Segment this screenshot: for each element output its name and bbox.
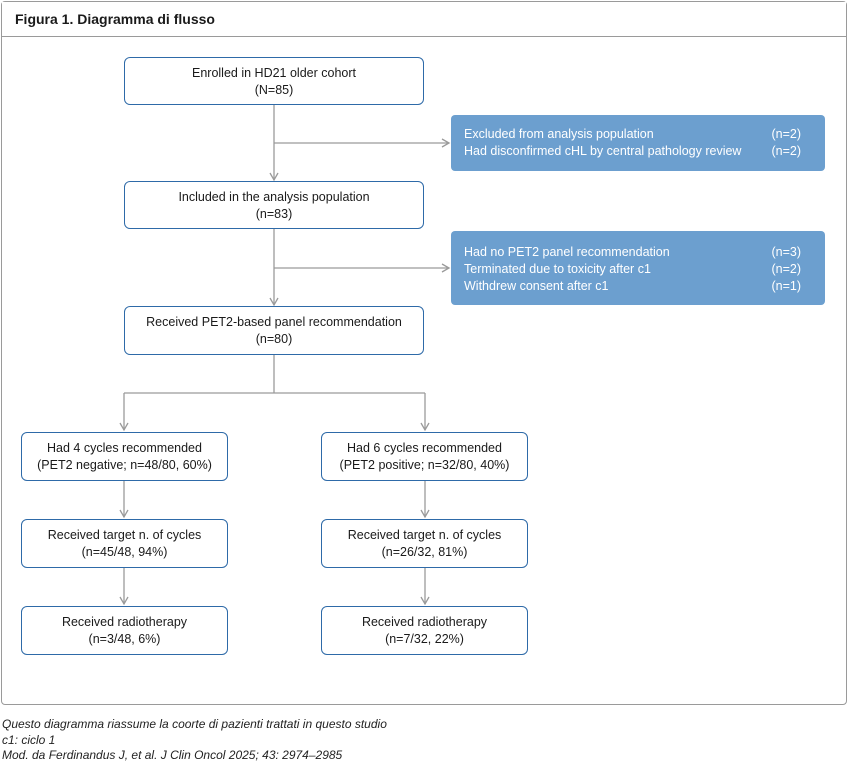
box-target-left: Received target n. of cycles (n=45/48, 9… [21, 519, 228, 568]
exclusion-row: Withdrew consent after c1 (n=1) [464, 278, 801, 295]
box-target-right-line2: (n=26/32, 81%) [381, 545, 468, 559]
exclusions-box-1: Excluded from analysis population (n=2) … [451, 115, 825, 171]
box-received-panel-line1: Received PET2-based panel recommendation [146, 315, 402, 329]
box-radio-right-line2: (n=7/32, 22%) [385, 632, 464, 646]
footnotes: Questo diagramma riassume la coorte di p… [2, 717, 387, 764]
box-target-left-line2: (n=45/48, 94%) [81, 545, 168, 559]
box-included: Included in the analysis population (n=8… [124, 181, 424, 229]
box-received-panel: Received PET2-based panel recommendation… [124, 306, 424, 355]
exclusion-row: Terminated due to toxicity after c1 (n=2… [464, 261, 801, 278]
exclusion-row: Had disconfirmed cHL by central patholog… [464, 143, 801, 160]
exclusions-box-2: Had no PET2 panel recommendation (n=3) T… [451, 231, 825, 305]
box-received-panel-line2: (n=80) [255, 332, 293, 346]
exclusion-row: Excluded from analysis population (n=2) [464, 126, 801, 143]
figure-frame: Figura 1. Diagramma di flusso [1, 1, 847, 705]
box-target-right: Received target n. of cycles (n=26/32, 8… [321, 519, 528, 568]
box-included-line1: Included in the analysis population [178, 190, 370, 204]
box-radio-left-line2: (n=3/48, 6%) [88, 632, 161, 646]
box-enrolled-line1: Enrolled in HD21 older cohort [192, 66, 356, 80]
footnote-source: Mod. da Ferdinandus J, et al. J Clin Onc… [2, 748, 343, 762]
footnote-description: Questo diagramma riassume la coorte di p… [2, 717, 387, 731]
exclusion-count: (n=2) [771, 127, 801, 141]
box-enrolled: Enrolled in HD21 older cohort (N=85) [124, 57, 424, 105]
box-four-cycles-line1: Had 4 cycles recommended [47, 441, 202, 455]
box-radio-left: Received radiotherapy (n=3/48, 6%) [21, 606, 228, 655]
box-target-right-line1: Received target n. of cycles [347, 528, 502, 542]
box-four-cycles-line2: (PET2 negative; n=48/80, 60%) [37, 458, 212, 472]
exclusion-label: Terminated due to toxicity after c1 [464, 262, 651, 276]
box-radio-right: Received radiotherapy (n=7/32, 22%) [321, 606, 528, 655]
box-six-cycles-line2: (PET2 positive; n=32/80, 40%) [339, 458, 510, 472]
exclusion-label: Withdrew consent after c1 [464, 279, 609, 293]
exclusion-label: Had disconfirmed cHL by central patholog… [464, 144, 742, 158]
exclusion-count: (n=3) [771, 245, 801, 259]
exclusion-label: Had no PET2 panel recommendation [464, 245, 670, 259]
exclusion-count: (n=2) [771, 144, 801, 158]
exclusion-label: Excluded from analysis population [464, 127, 654, 141]
box-enrolled-line2: (N=85) [254, 83, 294, 97]
footnote-abbreviation: c1: ciclo 1 [2, 732, 56, 747]
exclusion-count: (n=2) [771, 262, 801, 276]
exclusion-count: (n=1) [771, 279, 801, 293]
box-six-cycles-line1: Had 6 cycles recommended [347, 441, 502, 455]
box-target-left-line1: Received target n. of cycles [47, 528, 202, 542]
exclusion-row: Had no PET2 panel recommendation (n=3) [464, 244, 801, 261]
figure-header: Figura 1. Diagramma di flusso [2, 2, 846, 37]
figure-title: Figura 1. Diagramma di flusso [15, 11, 215, 27]
box-radio-right-line1: Received radiotherapy [361, 615, 488, 629]
box-six-cycles: Had 6 cycles recommended (PET2 positive;… [321, 432, 528, 481]
box-included-line2: (n=83) [255, 207, 293, 221]
box-radio-left-line1: Received radiotherapy [61, 615, 188, 629]
box-four-cycles: Had 4 cycles recommended (PET2 negative;… [21, 432, 228, 481]
